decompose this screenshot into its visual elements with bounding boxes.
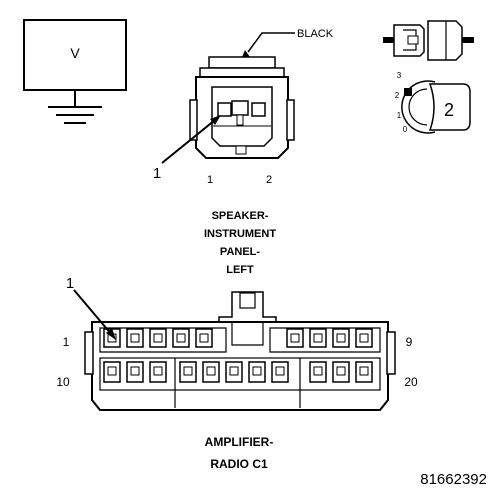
pin-cavity xyxy=(309,328,327,348)
speaker-connector-title: SPEAKER- INSTRUMENT PANEL- LEFT xyxy=(204,210,276,276)
speaker-title-line: LEFT xyxy=(226,264,254,276)
speaker-title-line: SPEAKER- xyxy=(212,210,269,222)
pin-cavity xyxy=(286,328,304,348)
position-label: 3 xyxy=(397,71,402,80)
position-label: 1 xyxy=(397,111,402,120)
pin-cavity xyxy=(172,328,190,348)
pin-cavity xyxy=(225,361,243,383)
cavity-row-bottom xyxy=(103,361,373,383)
row-label-top-left: 1 xyxy=(63,335,70,349)
pin-position-key-icon: 2 xyxy=(401,80,471,134)
row-label-bottom-right: 20 xyxy=(404,375,418,389)
pin-cavity xyxy=(271,361,289,383)
speaker-connector: BLACK 1 1 2 SPEAKER- INSTRUMENT PANEL- L… xyxy=(153,28,334,276)
speaker-callout-number: 1 xyxy=(153,165,161,182)
speaker-title-line: PANEL- xyxy=(220,246,260,258)
amplifier-connector: 1 1 9 10 20 AMPLIFIER- RADIO C1 xyxy=(56,275,418,471)
pin-cavity xyxy=(309,361,327,383)
amplifier-title-line: RADIO C1 xyxy=(210,457,268,471)
pin-cavity xyxy=(103,361,121,383)
cavity-row-top xyxy=(103,328,373,348)
figure-number: 81662392 xyxy=(420,471,487,488)
wire-color-label: BLACK xyxy=(297,28,334,40)
speaker-pin-label: 2 xyxy=(266,174,272,186)
pin-cavity xyxy=(126,361,144,383)
connector-legend: 2 3 2 1 0 xyxy=(383,20,474,134)
pin-cavity xyxy=(248,361,266,383)
pin-cavity xyxy=(179,361,197,383)
pin-cavity xyxy=(332,328,350,348)
pin-cavity xyxy=(202,361,220,383)
pin-cavity xyxy=(355,361,373,383)
amplifier-connector-title: AMPLIFIER- RADIO C1 xyxy=(205,435,274,471)
voltmeter-label: V xyxy=(70,45,80,61)
position-label: 2 xyxy=(395,91,400,100)
pin-cavity xyxy=(126,328,144,348)
connector-plug-icon xyxy=(383,20,474,61)
pin-cavity xyxy=(149,361,167,383)
row-label-top-right: 9 xyxy=(406,335,413,349)
speaker-title-line: INSTRUMENT xyxy=(204,228,276,240)
pin-cavity xyxy=(149,328,167,348)
amplifier-title-line: AMPLIFIER- xyxy=(205,435,274,449)
amplifier-callout-number: 1 xyxy=(66,275,74,292)
pin-cavity xyxy=(355,328,373,348)
speaker-pin-label: 1 xyxy=(207,174,213,186)
pin-cavity xyxy=(332,361,350,383)
position-label: 0 xyxy=(403,125,408,134)
pin-cavity xyxy=(195,328,213,348)
row-label-bottom-left: 10 xyxy=(56,375,70,389)
key-label: 2 xyxy=(444,100,454,120)
voltmeter-symbol: V xyxy=(23,19,127,124)
ground-icon xyxy=(48,90,102,124)
